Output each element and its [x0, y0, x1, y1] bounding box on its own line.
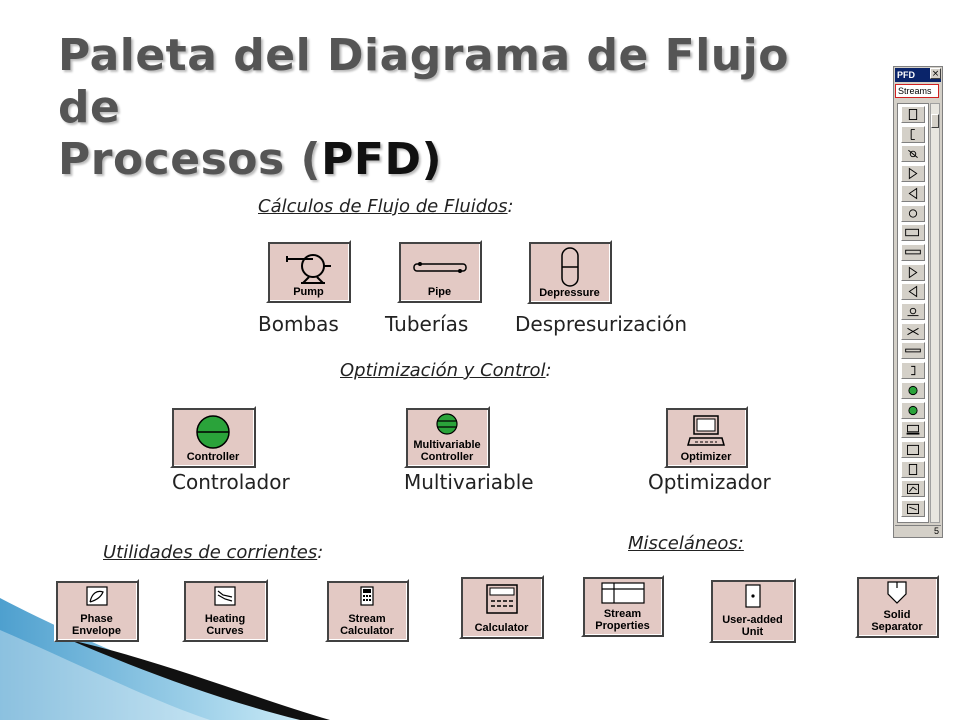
- palette-tool-icon[interactable]: [901, 165, 925, 183]
- palette-tool-icon[interactable]: [901, 342, 925, 360]
- controller-button[interactable]: Controller: [170, 406, 256, 468]
- stream-calculator-icon: [360, 586, 374, 606]
- palette-scrollbar[interactable]: [930, 103, 940, 523]
- palette-streams-tab[interactable]: Streams: [895, 84, 939, 98]
- section-stream-utilities: Utilidades de corrientes:: [103, 542, 324, 563]
- palette-close-icon[interactable]: ×: [930, 68, 941, 79]
- pipe-label: Tuberías: [385, 312, 469, 336]
- computer-icon: [687, 415, 725, 446]
- controller-icon: [196, 415, 230, 449]
- palette-tool-icon[interactable]: [901, 460, 925, 478]
- depressure-caption: Depressure: [539, 287, 600, 299]
- palette-tool-icon[interactable]: [901, 401, 925, 419]
- slide-title: Paleta del Diagrama de Flujo de Procesos…: [58, 30, 858, 186]
- optimizer-button[interactable]: Optimizer: [664, 406, 748, 468]
- palette-tool-icon[interactable]: [901, 283, 925, 301]
- heating-curves-icon: [214, 586, 236, 606]
- optimizer-caption: Optimizer: [680, 451, 732, 463]
- section-fluid-flow: Cálculos de Flujo de Fluidos:: [258, 196, 514, 217]
- palette-tool-icon[interactable]: [901, 184, 925, 202]
- multivariable-label: Multivariable: [404, 470, 534, 494]
- stream-properties-icon: [600, 582, 645, 604]
- pump-icon: [285, 254, 331, 284]
- palette-tool-icon[interactable]: [901, 224, 925, 242]
- phase-envelope-icon: [85, 586, 108, 606]
- palette-tool-icon[interactable]: [901, 362, 925, 380]
- section-misc: Misceláneos:: [628, 533, 744, 554]
- calculator-caption: Calculator: [474, 622, 529, 634]
- section-optimization: Optimización y Control:: [340, 360, 552, 381]
- pipe-caption: Pipe: [427, 286, 452, 298]
- optimizer-label: Optimizador: [648, 470, 771, 494]
- controller-caption: Controller: [186, 451, 240, 463]
- pipe-button[interactable]: Pipe: [397, 240, 482, 303]
- palette-tool-icon[interactable]: [901, 381, 925, 399]
- multivariable-controller-icon: [436, 413, 458, 435]
- palette-tool-icon[interactable]: [901, 145, 925, 163]
- palette-tool-icon[interactable]: [901, 243, 925, 261]
- palette-icon-list: [897, 103, 929, 523]
- palette-tool-icon[interactable]: [901, 440, 925, 458]
- calculator-button[interactable]: Calculator: [459, 575, 544, 639]
- palette-status: 5: [895, 525, 941, 536]
- palette-tool-icon[interactable]: [901, 204, 925, 222]
- palette-tool-icon[interactable]: [901, 125, 925, 143]
- pump-button[interactable]: Pump: [266, 240, 351, 303]
- title-line-1: Paleta del Diagrama de Flujo de: [58, 30, 789, 133]
- title-line-2: Procesos (PFD): [58, 134, 443, 185]
- pfd-palette-window: PFD × Streams 5: [893, 66, 943, 538]
- depressure-label: Despresurización: [515, 312, 688, 336]
- palette-tool-icon[interactable]: [901, 263, 925, 281]
- pump-caption: Pump: [293, 286, 324, 298]
- depressure-button[interactable]: Depressure: [527, 240, 612, 304]
- solid-separator-icon: [887, 581, 907, 604]
- pipe-icon: [412, 262, 467, 273]
- palette-tool-icon[interactable]: [901, 480, 925, 498]
- palette-tool-icon[interactable]: [901, 322, 925, 340]
- pump-label: Bombas: [258, 312, 339, 336]
- palette-tool-icon[interactable]: [901, 106, 925, 123]
- title-pfd: PFD: [321, 134, 422, 185]
- palette-tool-icon[interactable]: [901, 303, 925, 320]
- palette-tool-icon[interactable]: [901, 421, 925, 439]
- vessel-icon: [560, 247, 579, 287]
- palette-scrollbar-thumb[interactable]: [931, 114, 939, 128]
- calculator-icon: [485, 584, 518, 614]
- palette-title-bar[interactable]: PFD: [895, 68, 941, 82]
- controller-label: Controlador: [172, 470, 290, 494]
- palette-tool-icon[interactable]: [901, 500, 925, 517]
- user-unit-icon: [744, 584, 761, 608]
